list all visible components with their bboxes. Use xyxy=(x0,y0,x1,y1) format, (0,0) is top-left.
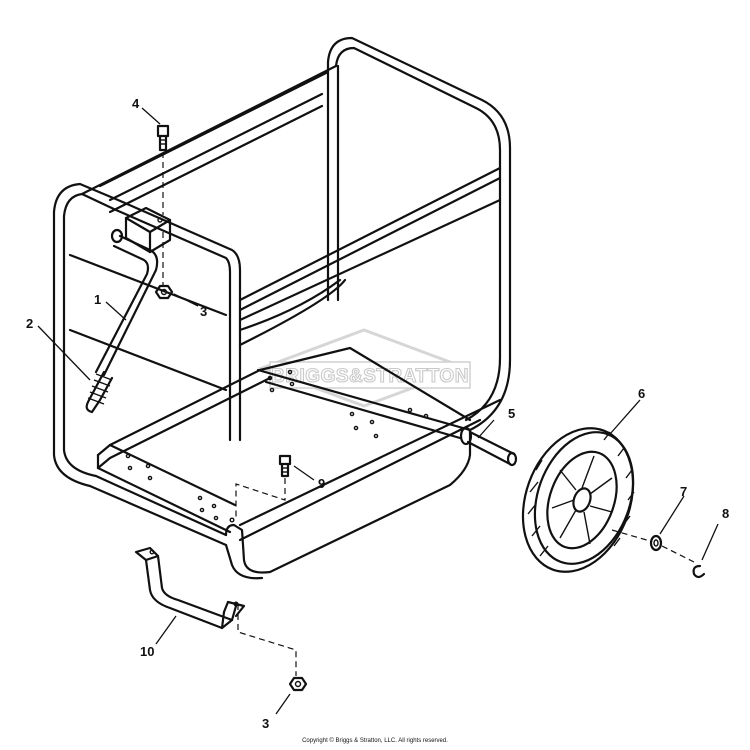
callout-6: 6 xyxy=(638,386,645,401)
callout-1: 1 xyxy=(94,292,101,307)
washer-part xyxy=(649,534,663,552)
frame-part xyxy=(52,36,512,580)
bolt-top-part xyxy=(156,124,170,152)
mounting-holes xyxy=(125,369,429,523)
handle-grip-part xyxy=(85,370,114,414)
callout-10: 10 xyxy=(140,644,154,659)
watermark-text: BRIGGS&STRATTON xyxy=(271,366,469,387)
callout-5: 5 xyxy=(508,406,515,421)
foot-bracket-part xyxy=(134,546,246,630)
nut-upper-part xyxy=(154,284,174,300)
callout-3-lower: 3 xyxy=(262,716,269,731)
axle-part xyxy=(466,430,518,467)
copyright-notice: Copyright © Briggs & Stratton, LLC. All … xyxy=(302,738,448,744)
wheel-part xyxy=(521,427,635,573)
retainer-clip-part xyxy=(692,564,706,579)
handle-bracket xyxy=(124,206,172,254)
briggs-stratton-watermark: BRIGGS&STRATTON xyxy=(257,328,471,408)
bolt-base-part xyxy=(278,454,292,478)
callout-3-upper: 3 xyxy=(200,304,207,319)
nut-lower-part xyxy=(288,676,308,692)
callout-9: 9 xyxy=(318,476,325,491)
callout-4: 4 xyxy=(132,96,140,111)
callout-2: 2 xyxy=(26,316,33,331)
leader-lines xyxy=(37,107,719,715)
callout-8: 8 xyxy=(722,506,729,521)
callout-7: 7 xyxy=(680,484,687,499)
